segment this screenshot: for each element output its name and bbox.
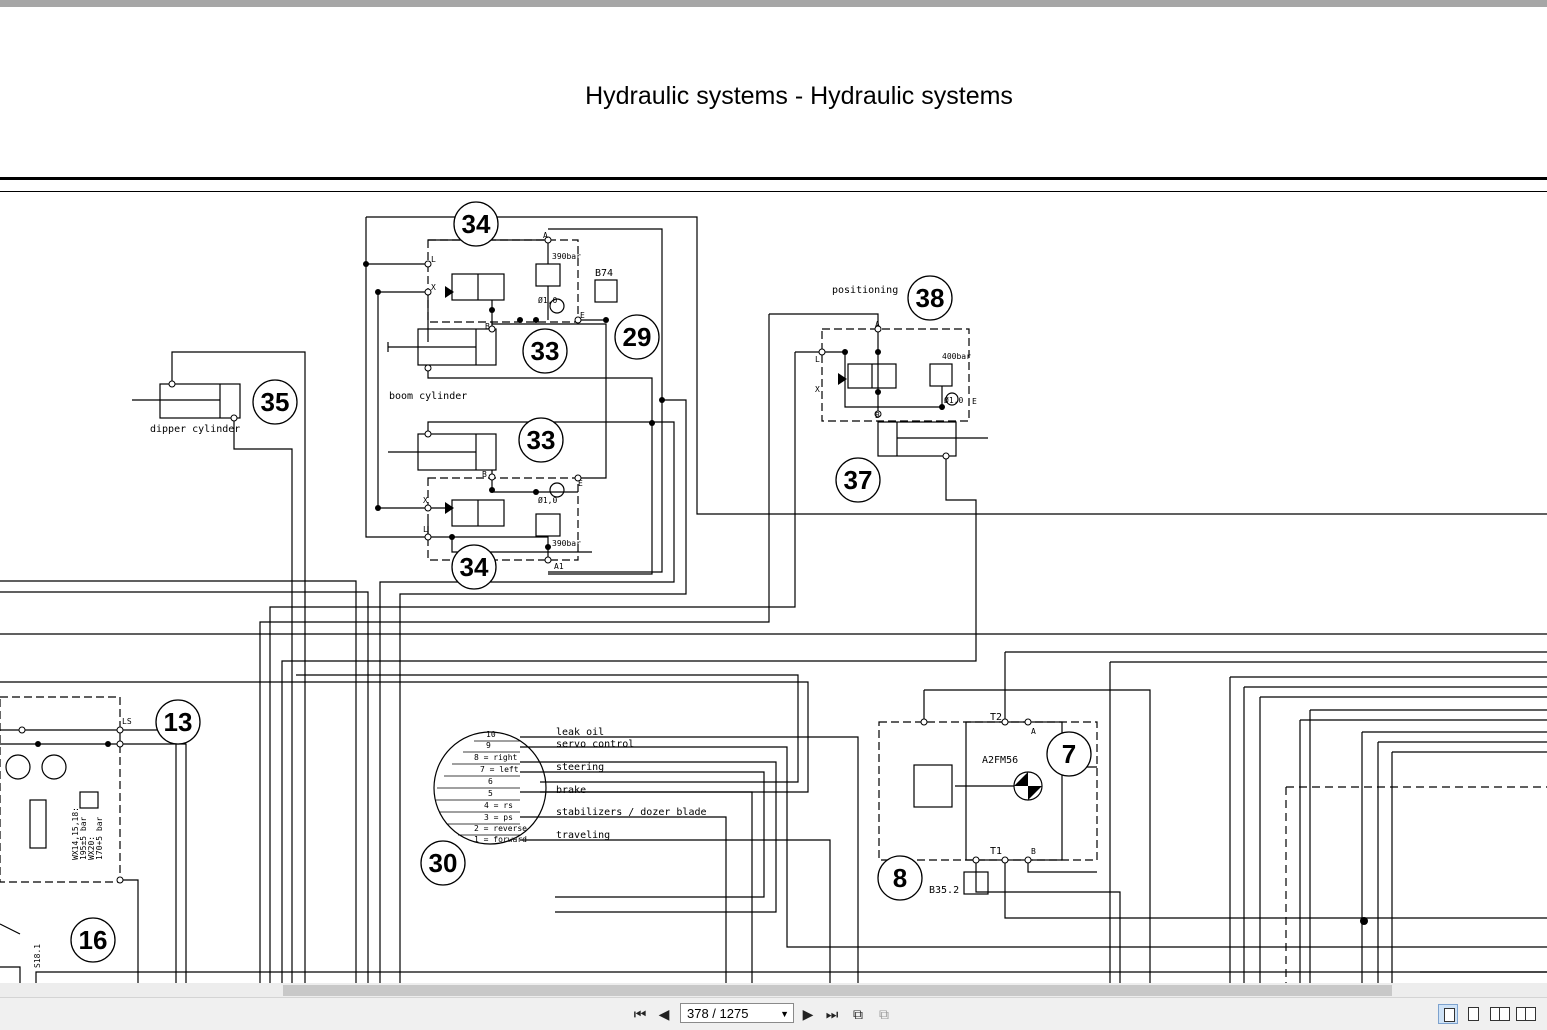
previous-page-button[interactable]: ◀ [658,1006,670,1022]
hydraulic-schematic: 10 9 8 = right 7 = left 6 5 4 = rs 3 = p… [0,201,1547,983]
port-l: L [431,255,436,264]
callout-35: 35 [261,387,290,417]
continuous-facing-view-icon[interactable] [1515,1004,1536,1024]
label-pressure-400: 400bar [942,352,971,361]
back-view-icon[interactable]: ⧉ [853,1006,863,1022]
page-navigation-bar: ⏮ ◀ 378 / 1275 ▼ ▶ ⏭ ⧉ ⧉ [0,997,1547,1030]
label-pressure-top: 390bar [552,252,581,261]
label-b74: B74 [595,268,613,279]
connector-row: 2 = reverse [474,824,527,833]
port-x: X [431,283,436,292]
port-b: B [482,470,487,479]
callout-7: 7 [1062,739,1076,769]
label-pressure-bottom: 390bar [552,539,581,548]
label-traveling: traveling [556,830,610,841]
facing-view-icon[interactable] [1489,1004,1510,1024]
callout-29: 29 [623,322,652,352]
label-wx-setting: 170+5 bar [95,816,104,860]
callout-30: 30 [429,848,458,878]
header-rule-thin [0,191,1547,192]
connector-row: 5 [488,789,493,798]
connector-row: 9 [486,741,491,750]
label-stabilizers: stabilizers / dozer blade [556,807,707,818]
label-dipper-cylinder: dipper cylinder [150,424,240,435]
label-s18-1: S18.1 [33,944,42,968]
callout-34: 34 [462,209,491,239]
window-top-bar [0,0,1547,7]
connector-row: 10 [486,730,496,739]
port-e: E [580,311,585,320]
connector-row: 6 [488,777,493,786]
port-b: B [875,411,880,420]
connector-row: 7 = left [480,765,519,774]
callout-13: 13 [164,707,193,737]
label-boom-cylinder: boom cylinder [389,391,467,402]
port-l: L [423,525,428,534]
last-page-button[interactable]: ⏭ [825,1006,839,1022]
connector-row: 3 = ps [484,813,513,822]
label-positioning: positioning [832,285,898,296]
scrollbar-thumb[interactable] [283,985,1392,996]
label-ls: LS [122,717,132,726]
callout-38: 38 [916,283,945,313]
label-orifice: Ø1,0 [538,295,557,305]
port-e: E [972,397,977,406]
port-a: A [543,231,548,240]
chevron-down-icon[interactable]: ▼ [780,1009,789,1019]
forward-view-icon[interactable]: ⧉ [879,1006,889,1022]
label-a2fm56: A2FM56 [982,755,1018,766]
page-title: Hydraulic systems - Hydraulic systems [585,82,1013,110]
connector-row: 8 = right [474,753,518,762]
connector-row: 1 = forward [474,835,527,844]
port-a: A [875,320,880,329]
callout-33: 33 [531,336,560,366]
label-t2: T2 [990,712,1002,723]
page-indicator: 378 / 1275 [687,1006,749,1021]
port-a: A [1031,727,1036,736]
port-e: E [578,479,583,488]
connector-30: 10 9 8 = right 7 = left 6 5 4 = rs 3 = p… [433,730,547,845]
callout-33: 33 [527,425,556,455]
label-wx-setting: WX14,15,18: [71,807,80,860]
port-a1: A1 [554,562,564,571]
continuous-view-icon[interactable] [1463,1004,1483,1024]
single-page-view-icon[interactable] [1438,1004,1458,1024]
label-leak-oil: leak oil [556,727,604,738]
connector-row: 4 = rs [484,801,513,810]
label-orifice: Ø1,0 [538,495,557,505]
first-page-button[interactable]: ⏮ [633,1006,647,1022]
label-brake: brake [556,785,586,796]
next-page-button[interactable]: ▶ [802,1006,814,1022]
horizontal-scrollbar[interactable] [0,983,1547,997]
port-l: L [815,355,820,364]
label-t1: T1 [990,846,1002,857]
callout-8: 8 [893,863,907,893]
label-wx-setting: WX20: [87,836,96,860]
page-number-field[interactable]: 378 / 1275 ▼ [680,1003,794,1023]
port-x: X [423,496,428,505]
port-b: B [1031,847,1036,856]
header-rule [0,177,1547,180]
callout-16: 16 [79,925,108,955]
label-b35-2: B35.2 [929,885,959,896]
port-b: B [485,322,490,331]
label-orifice: Ø1,0 [944,395,963,405]
callout-37: 37 [844,465,873,495]
label-steering: steering [556,762,604,773]
port-x: X [815,385,820,394]
label-servo-control: servo control [556,739,634,750]
callout-34: 34 [460,552,489,582]
label-wx-setting: 195±5 bar [79,816,88,860]
